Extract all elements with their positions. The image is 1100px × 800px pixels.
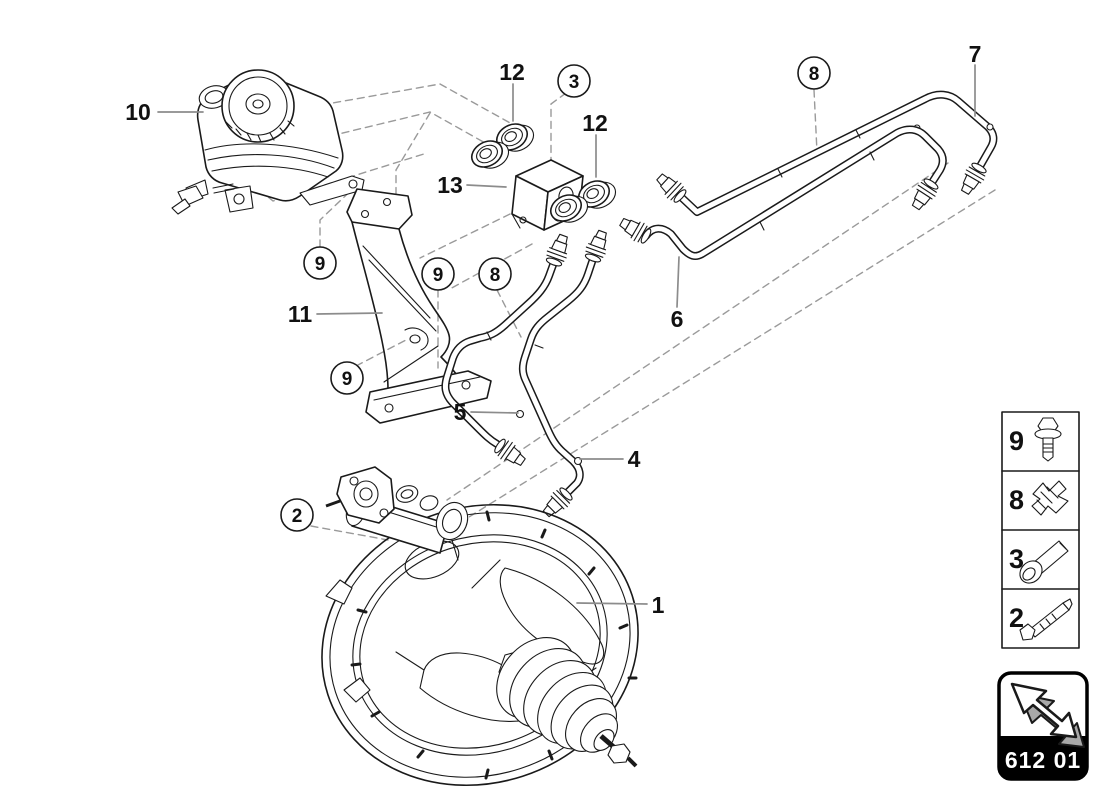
flange-bolt-icon xyxy=(1034,417,1062,462)
svg-text:8: 8 xyxy=(809,64,820,85)
svg-text:9: 9 xyxy=(315,254,326,275)
arrow-up-left-icon xyxy=(1010,682,1085,748)
master-cylinder-drawing xyxy=(325,466,469,580)
brake-booster-drawing xyxy=(321,503,639,787)
callouts-circled: 3 8 9 9 8 9 2 xyxy=(280,56,831,532)
legend-num-9: 9 xyxy=(1009,426,1024,456)
callout-13: 13 xyxy=(437,172,463,198)
svg-text:9: 9 xyxy=(433,265,444,286)
callout-circle-9-left: 9 xyxy=(303,246,337,280)
svg-text:9: 9 xyxy=(342,369,353,390)
callout-12-lower: 12 xyxy=(582,110,608,136)
badge-code: 612 01 xyxy=(1005,747,1081,773)
callout-circle-9-mid: 9 xyxy=(421,257,455,291)
diagram-code-badge: 612 01 xyxy=(997,671,1089,781)
callout-7: 7 xyxy=(969,41,982,67)
svg-text:2: 2 xyxy=(292,506,303,527)
legend-num-2: 2 xyxy=(1009,603,1024,633)
long-bolt-icon xyxy=(1019,598,1073,641)
callout-circle-8-top: 8 xyxy=(797,56,831,90)
callouts-plain: 10 12 12 13 7 11 5 6 4 1 xyxy=(125,41,981,618)
callout-10: 10 xyxy=(125,99,151,125)
legend-num-3: 3 xyxy=(1009,544,1024,574)
svg-text:3: 3 xyxy=(569,72,580,93)
callout-5: 5 xyxy=(454,399,467,425)
callout-12-upper: 12 xyxy=(499,59,525,85)
callout-circle-8-mid: 8 xyxy=(478,257,512,291)
callout-circle-3: 3 xyxy=(557,64,591,98)
mounting-bracket-drawing xyxy=(346,188,492,424)
callout-circle-9-bottom: 9 xyxy=(330,361,364,395)
booster-bellows-drawing xyxy=(496,637,619,753)
brake-fluid-reservoir-drawing xyxy=(171,69,365,215)
brake-pipe-4-drawing xyxy=(518,227,613,522)
push-rod-drawing xyxy=(599,734,638,768)
callout-1: 1 xyxy=(652,592,665,618)
callout-11: 11 xyxy=(288,301,313,327)
fastener-legend: 9 8 3 2 xyxy=(1001,411,1080,649)
brake-pipe-6-drawing xyxy=(616,125,947,261)
hex-bolt-icon xyxy=(1019,540,1069,584)
callout-4: 4 xyxy=(628,446,641,472)
badge-code-band xyxy=(999,736,1087,779)
legend-num-8: 8 xyxy=(1009,485,1024,515)
retaining-clip-icon xyxy=(1031,480,1069,516)
svg-text:8: 8 xyxy=(490,265,501,286)
leader-lines xyxy=(157,64,976,605)
callout-circle-2: 2 xyxy=(280,498,314,532)
callout-6: 6 xyxy=(671,306,684,332)
